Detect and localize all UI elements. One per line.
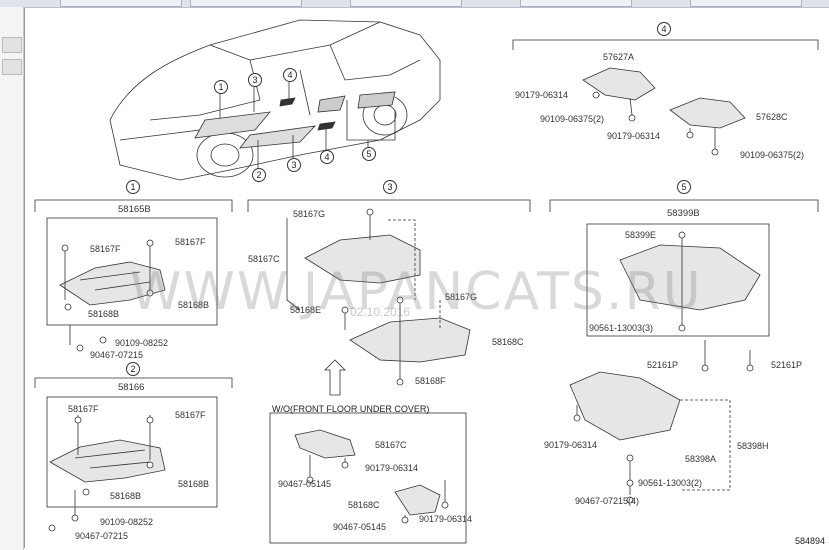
part-label[interactable]: 58167F bbox=[68, 404, 99, 414]
part-label[interactable]: 90179-06314 bbox=[419, 514, 473, 524]
group-5-marker[interactable]: 5 bbox=[677, 180, 691, 194]
callout-4[interactable]: 4 bbox=[320, 150, 334, 164]
toolbar-button[interactable] bbox=[2, 37, 22, 53]
part-label[interactable]: 90467-05145 bbox=[278, 479, 332, 489]
toolbar-button[interactable] bbox=[2, 59, 22, 75]
group-2-marker[interactable]: 2 bbox=[126, 362, 140, 376]
group-1-title[interactable]: 58165B bbox=[118, 204, 151, 215]
part-label[interactable]: 52161P bbox=[771, 360, 803, 370]
part-label[interactable]: 58398H bbox=[737, 441, 769, 451]
group-3-marker[interactable]: 3 bbox=[383, 180, 397, 194]
part-label[interactable]: 90467-07215 bbox=[75, 531, 129, 541]
part-label[interactable]: 58398A bbox=[685, 454, 717, 464]
part-label[interactable]: 90109-06375(2) bbox=[740, 150, 805, 160]
variant-caption: W/O(FRONT FLOOR UNDER COVER) bbox=[272, 404, 430, 414]
part-label[interactable]: 90109-08252 bbox=[115, 338, 169, 348]
part-label[interactable]: 90467-07215 bbox=[90, 350, 144, 360]
callout-1[interactable]: 1 bbox=[214, 80, 228, 94]
watermark: WWW.JAPANCATS.RU bbox=[130, 262, 703, 322]
part-label[interactable]: 90109-06375(2) bbox=[540, 114, 605, 124]
part-label[interactable]: 90467-05145 bbox=[333, 522, 387, 532]
browser-tab[interactable] bbox=[190, 0, 302, 7]
part-label[interactable]: 58168C bbox=[492, 337, 524, 347]
part-label[interactable]: 58168B bbox=[110, 491, 142, 501]
callout-4[interactable]: 4 bbox=[283, 68, 297, 82]
browser-tab[interactable] bbox=[60, 0, 182, 7]
part-label[interactable]: 57627A bbox=[603, 52, 635, 62]
group-2-title[interactable]: 58166 bbox=[118, 382, 145, 393]
callout-3[interactable]: 3 bbox=[287, 158, 301, 172]
browser-tab[interactable] bbox=[350, 0, 462, 7]
car-illustration bbox=[109, 19, 441, 181]
diagram-code: 584894 bbox=[794, 536, 825, 546]
browser-tab[interactable] bbox=[520, 0, 632, 7]
part-label[interactable]: 58168B bbox=[178, 300, 210, 310]
group-4-marker[interactable]: 4 bbox=[657, 22, 671, 36]
part-label[interactable]: 58168B bbox=[178, 479, 210, 489]
part-label[interactable]: 58167F bbox=[90, 244, 121, 254]
part-label[interactable]: 58167G bbox=[445, 292, 478, 302]
part-label[interactable]: 90561-13003(3) bbox=[589, 323, 654, 333]
part-label[interactable]: 90179-06314 bbox=[607, 131, 661, 141]
watermark-date: 02.10.2016 bbox=[350, 305, 411, 319]
group-1-marker[interactable]: 1 bbox=[126, 180, 140, 194]
part-label[interactable]: 57628C bbox=[756, 112, 788, 122]
part-label[interactable]: 58168F bbox=[415, 376, 446, 386]
group-5-title[interactable]: 58399B bbox=[667, 208, 700, 219]
part-label[interactable]: 58167F bbox=[175, 237, 206, 247]
part-label[interactable]: 58167G bbox=[293, 209, 326, 219]
part-label[interactable]: 58168B bbox=[88, 309, 120, 319]
window-top-bar bbox=[0, 0, 829, 8]
part-label[interactable]: 58167C bbox=[375, 440, 407, 450]
part-label[interactable]: 90179-06314 bbox=[365, 463, 419, 473]
part-label[interactable]: 90179-06314 bbox=[544, 440, 598, 450]
part-label[interactable]: 58168C bbox=[348, 500, 380, 510]
callout-3[interactable]: 3 bbox=[248, 73, 262, 87]
part-label[interactable]: 90109-08252 bbox=[100, 517, 154, 527]
part-label[interactable]: 90467-07215(4) bbox=[575, 496, 640, 506]
callout-5[interactable]: 5 bbox=[362, 147, 376, 161]
diagram-frame bbox=[24, 8, 829, 548]
part-label[interactable]: 52161P bbox=[647, 360, 679, 370]
part-label[interactable]: 58168E bbox=[290, 305, 322, 315]
part-label[interactable]: 58399E bbox=[625, 230, 657, 240]
browser-tab[interactable] bbox=[690, 0, 802, 7]
part-label[interactable]: 90179-06314 bbox=[515, 90, 569, 100]
part-label[interactable]: 58167F bbox=[175, 410, 206, 420]
part-label[interactable]: 58167C bbox=[248, 254, 280, 264]
part-label[interactable]: 90561-13003(2) bbox=[638, 478, 703, 488]
left-toolbar bbox=[0, 7, 24, 550]
callout-2[interactable]: 2 bbox=[252, 168, 266, 182]
